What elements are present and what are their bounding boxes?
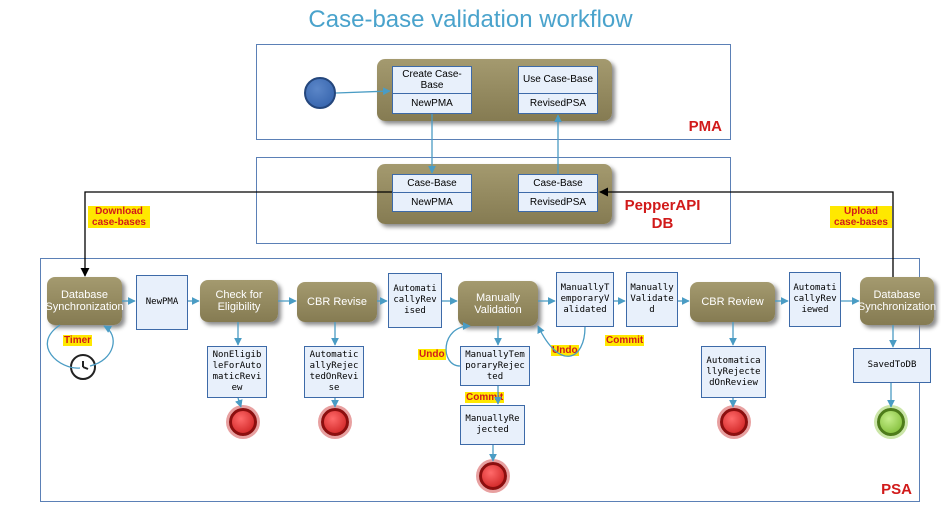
- db-case-base-revisedpsa: Case-Base RevisedPSA: [518, 174, 598, 212]
- timer-clock-icon: [70, 354, 96, 380]
- psa-zone-label: PSA: [881, 481, 912, 498]
- pepperapi-label-line1: PepperAPI: [624, 197, 701, 214]
- manually-rejected-box: ManuallyRejected: [460, 405, 525, 445]
- use-case-base-label: Use Case-Base: [519, 67, 597, 94]
- db-sync-left-state: Database Synchronization: [45, 277, 124, 325]
- cbr-revise-state: CBR Revise: [297, 282, 377, 322]
- end-node-manual-rejected: [479, 462, 507, 490]
- manually-validated-box: ManuallyValidated: [626, 272, 678, 327]
- arrow-upload: [599, 187, 894, 277]
- download-label: Download case-bases: [88, 206, 150, 228]
- arrow-undo-left: [445, 322, 471, 367]
- pma-zone-label: PMA: [688, 118, 722, 135]
- arrow-start-create: [335, 87, 391, 96]
- automatically-rejected-on-review-box: AutomaticallyRejectedOnReview: [701, 346, 766, 398]
- pepperapi-label-line2: DB: [651, 215, 674, 232]
- db-sync-right-state: Database Synchronization: [858, 277, 936, 325]
- db-case-base-newpma: Case-Base NewPMA: [392, 174, 472, 212]
- automatically-revised-box: AutomaticallyRevised: [388, 273, 442, 328]
- create-case-base-node: Create Case-Base NewPMA: [392, 66, 472, 114]
- end-node-eligibility: [229, 408, 257, 436]
- manually-temporary-rejected-box: ManuallyTemporaryRejected: [460, 346, 530, 386]
- undo-label-left: Undo: [418, 349, 446, 360]
- commit-label-right: Commit: [605, 335, 645, 346]
- use-case-base-node: Use Case-Base RevisedPSA: [518, 66, 598, 114]
- cbr-review-state: CBR Review: [690, 282, 775, 322]
- db-right-bottom-label: RevisedPSA: [529, 196, 587, 208]
- end-node-review: [720, 408, 748, 436]
- db-right-top-label: Case-Base: [519, 175, 597, 193]
- timer-label: Timer: [63, 335, 93, 346]
- automatically-rejected-on-revise-box: AutomaticallyRejectedOnRevise: [304, 346, 364, 398]
- undo-label-right: Undo: [551, 345, 579, 356]
- end-node-saved: [877, 408, 905, 436]
- db-left-top-label: Case-Base: [393, 175, 471, 193]
- newpma-box: NewPMA: [136, 275, 188, 330]
- end-node-revise: [321, 408, 349, 436]
- arrow-undo-right: [537, 325, 586, 357]
- saved-to-db-box: SavedToDB: [853, 348, 931, 383]
- arrow-timer-loop: [46, 325, 114, 369]
- arrow-noneligible-end: [235, 397, 243, 408]
- use-case-base-sub: RevisedPSA: [529, 97, 587, 109]
- db-left-bottom-label: NewPMA: [411, 196, 453, 208]
- commit-label-bottom: Commit: [465, 392, 505, 403]
- create-case-base-label: Create Case-Base: [393, 67, 471, 94]
- non-eligible-box: NonEligibleForAutomaticReview: [207, 346, 267, 398]
- arrow-download: [80, 191, 392, 277]
- pepperapi-zone-label: PepperAPI DB: [600, 197, 725, 233]
- manually-validation-state: Manually Validation: [458, 281, 538, 326]
- create-case-base-sub: NewPMA: [411, 97, 453, 109]
- manually-temporary-validated-box: ManuallyTemporaryValidated: [556, 272, 614, 327]
- diagram-title: Case-base validation workflow: [308, 6, 633, 33]
- upload-label: Upload case-bases: [830, 206, 892, 228]
- check-eligibility-state: Check for Eligibility: [200, 280, 278, 322]
- start-node: [304, 77, 336, 109]
- automatically-reviewed-box: AutomaticallyReviewed: [789, 272, 841, 327]
